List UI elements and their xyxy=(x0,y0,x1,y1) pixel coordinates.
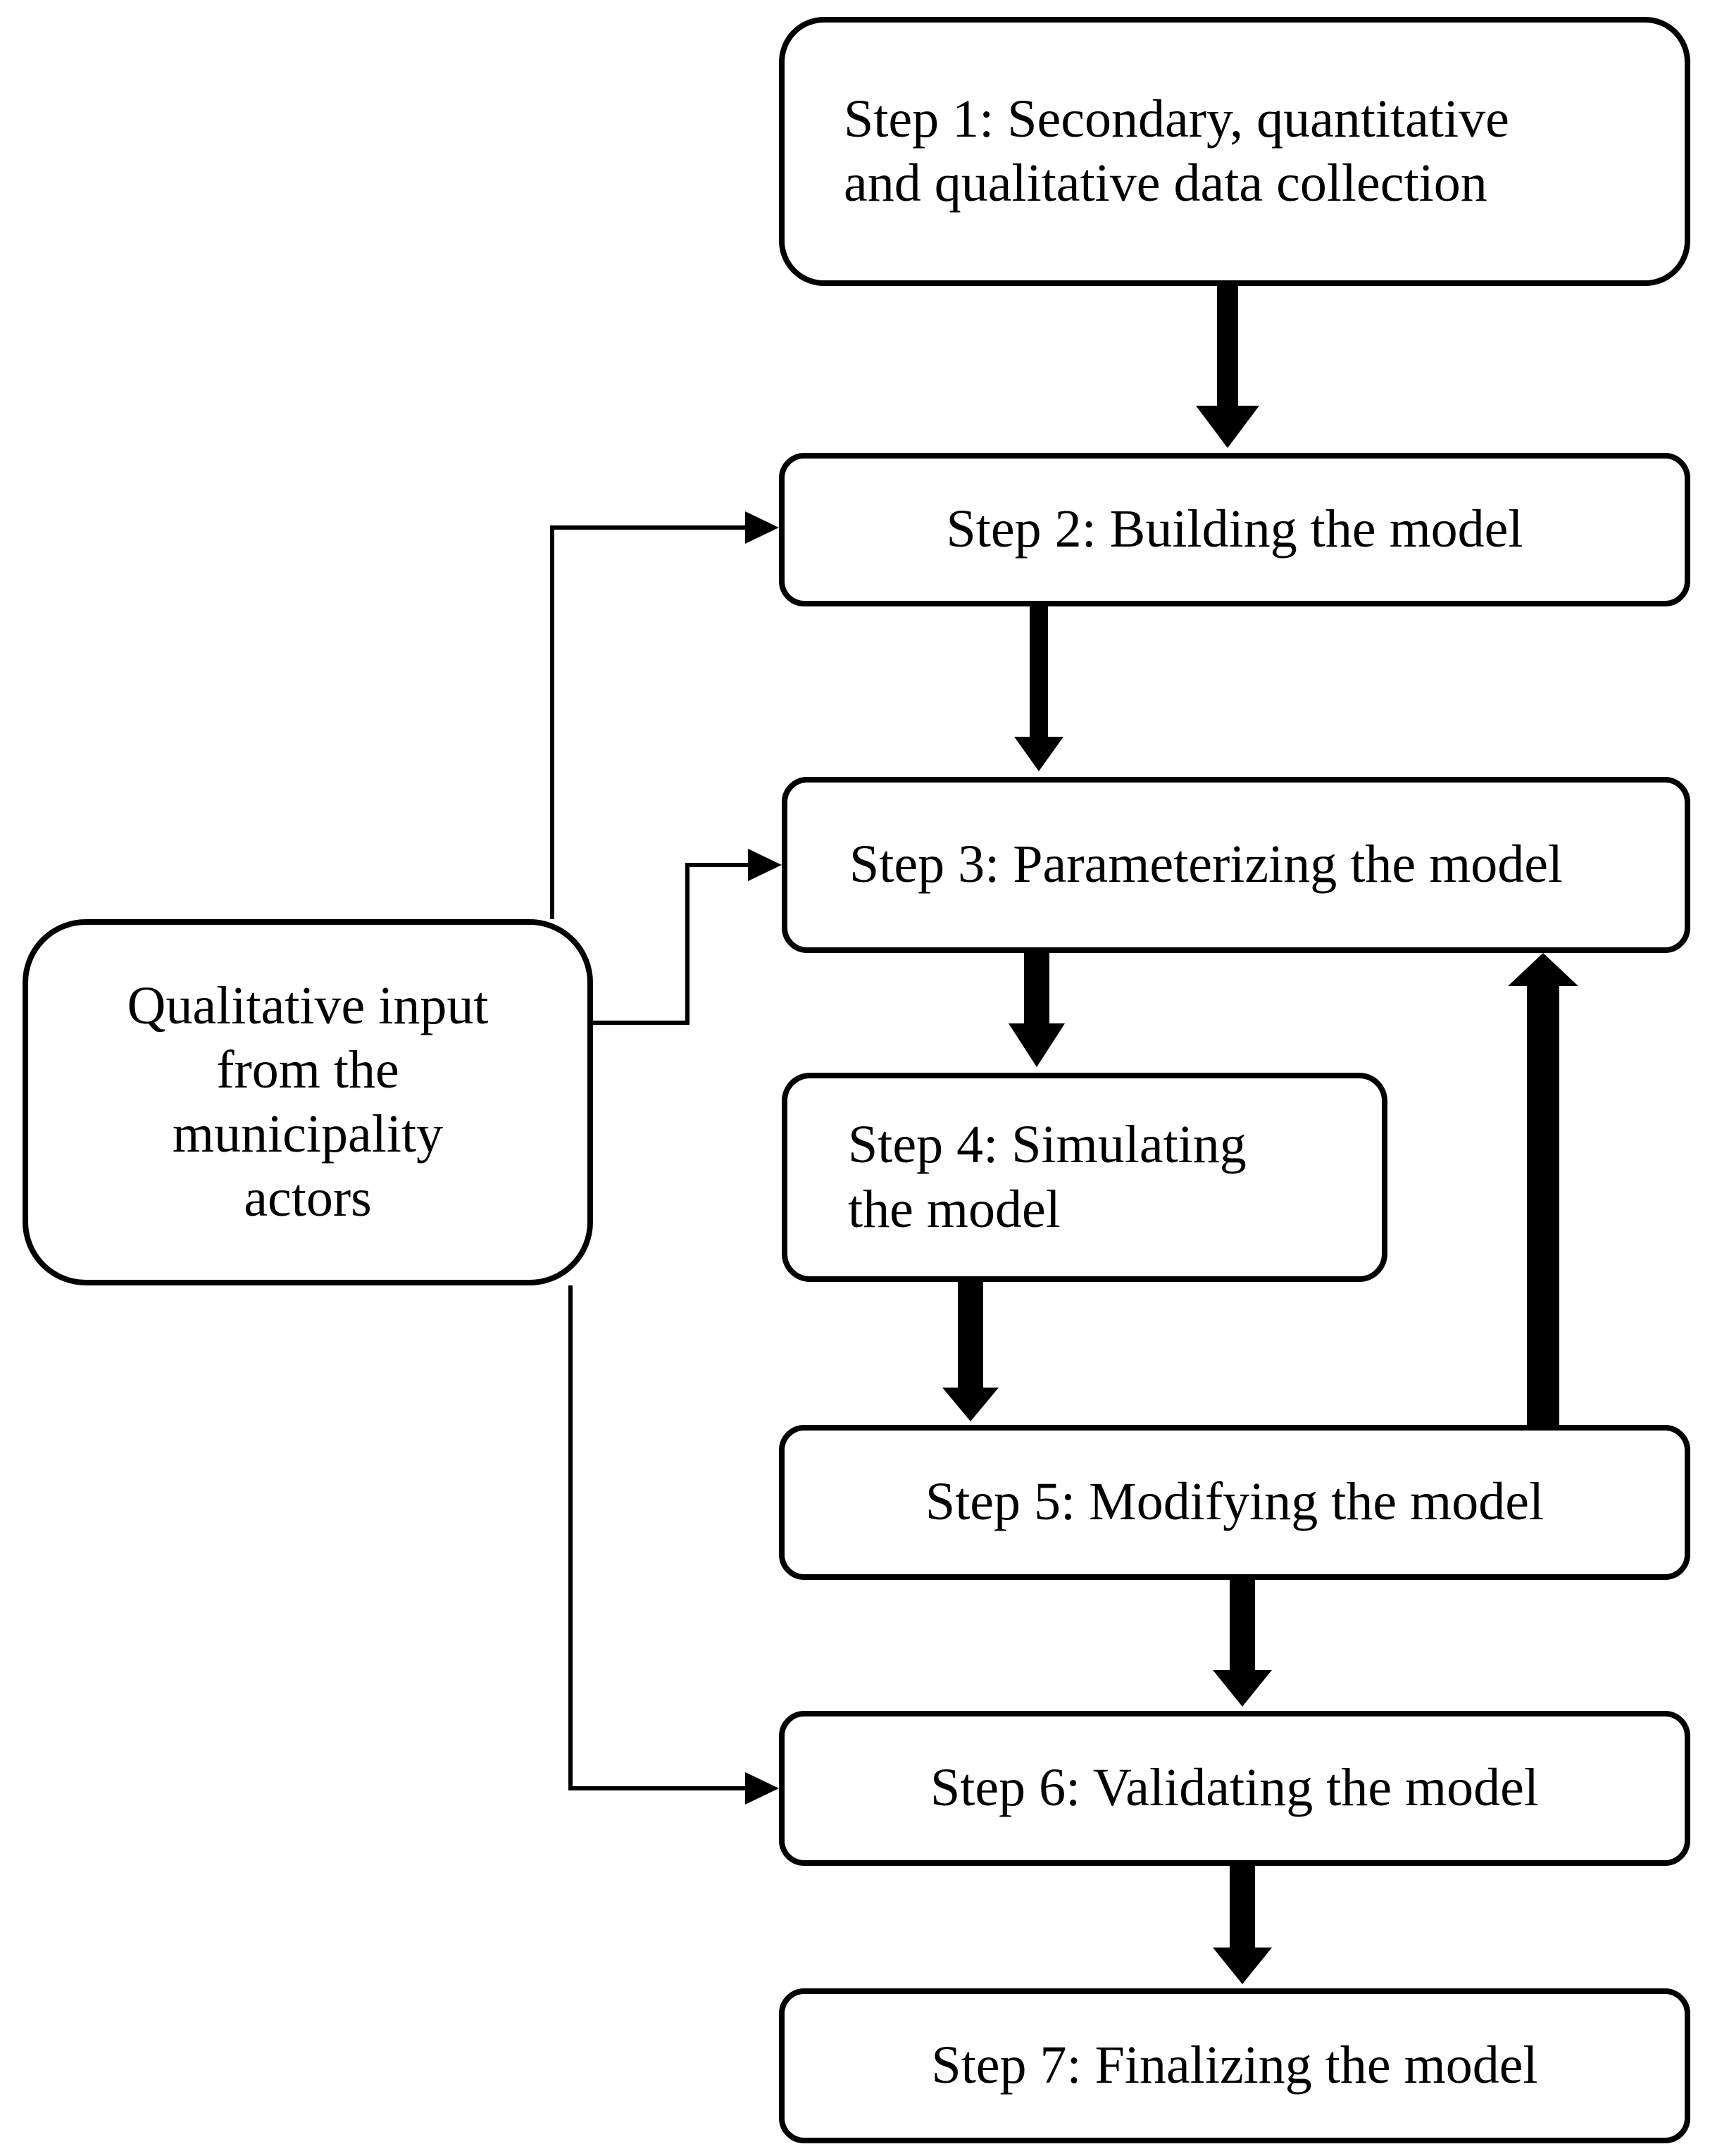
step-7-box: Step 7: Finalizing the model xyxy=(779,1988,1690,2143)
qualitative-input-line-3: municipality xyxy=(172,1104,444,1164)
step-5-box: Step 5: Modifying the model xyxy=(779,1425,1690,1580)
step-6-box: Step 6: Validating the model xyxy=(779,1711,1690,1866)
arrow-step3-to-step4 xyxy=(1009,953,1065,1067)
step-1-label-line-2: and qualitative data collection xyxy=(844,154,1487,213)
step-2-box: Step 2: Building the model xyxy=(779,453,1690,606)
arrow-step4-to-step5 xyxy=(942,1282,999,1421)
qualitative-input-box: Qualitative input from the municipality … xyxy=(23,919,593,1285)
step-4-label-line-2: the model xyxy=(848,1179,1061,1239)
arrow-step1-to-step2 xyxy=(1196,286,1259,448)
step-4-label-line-1: Step 4: Simulating xyxy=(848,1115,1247,1175)
step-1-box: Step 1: Secondary, quantitative and qual… xyxy=(779,17,1690,286)
arrow-step5-to-step6 xyxy=(1213,1580,1272,1707)
connector-input-to-step3 xyxy=(593,849,782,1025)
qualitative-input-line-2: from the xyxy=(216,1040,399,1099)
step-4-box: Step 4: Simulating the model xyxy=(782,1073,1387,1282)
arrow-step2-to-step3 xyxy=(1014,606,1063,771)
step-3-label: Step 3: Parameterizing the model xyxy=(849,835,1564,895)
step-5-label: Step 5: Modifying the model xyxy=(925,1472,1544,1532)
qualitative-input-line-1: Qualitative input xyxy=(127,976,489,1035)
qualitative-input-line-4: actors xyxy=(244,1169,372,1228)
step-7-label: Step 7: Finalizing the model xyxy=(931,2036,1538,2095)
connector-input-to-step6 xyxy=(568,1285,779,1805)
connector-input-to-step2 xyxy=(550,511,779,919)
arrow-step5-to-step3 xyxy=(1508,953,1578,1425)
arrow-step6-to-step7 xyxy=(1213,1866,1272,1984)
step-2-label: Step 2: Building the model xyxy=(946,499,1523,559)
step-6-label: Step 6: Validating the model xyxy=(930,1758,1540,1818)
step-3-box: Step 3: Parameterizing the model xyxy=(782,777,1690,953)
step-1-label-line-1: Step 1: Secondary, quantitative xyxy=(844,89,1509,149)
